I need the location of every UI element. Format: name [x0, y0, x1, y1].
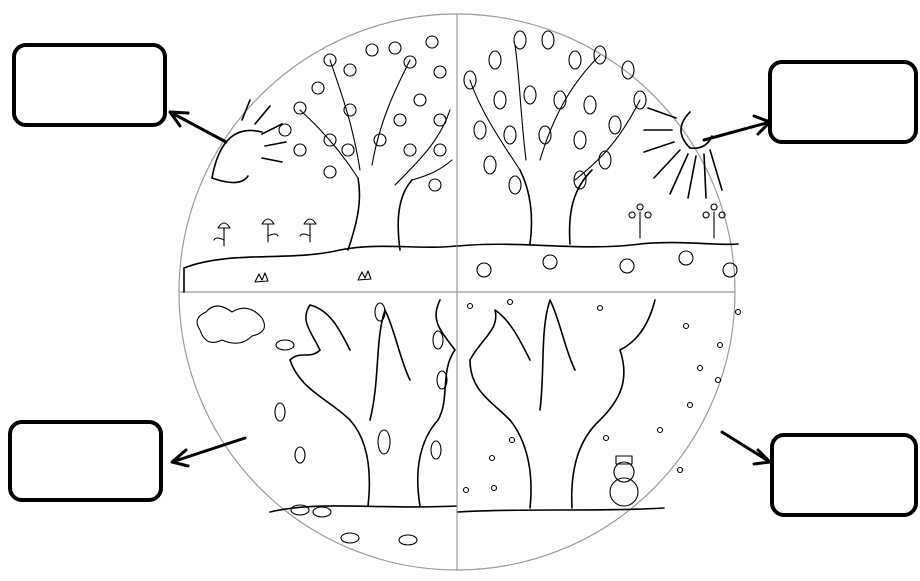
autumn-tree-trunk — [350, 420, 438, 506]
autumn-falling-leaves — [275, 303, 447, 545]
spring-grass-tufts — [255, 271, 371, 282]
autumn-tree-hollow — [378, 430, 390, 454]
summer-leaves — [464, 31, 646, 194]
winter-tree-trunk — [510, 420, 600, 508]
spring-tree-trunk — [348, 178, 412, 250]
arrow-to-winter-box — [722, 432, 770, 464]
spring-quadrant — [184, 36, 456, 292]
winter-answer-box[interactable] — [770, 433, 918, 517]
summer-flowers — [477, 204, 737, 277]
arrow-to-spring-box — [170, 112, 226, 142]
spring-tulips — [214, 219, 316, 246]
winter-snowflakes — [464, 300, 741, 493]
summer-sun — [644, 108, 722, 198]
winter-quadrant — [458, 300, 741, 513]
spring-answer-box[interactable] — [12, 43, 167, 127]
autumn-ground — [270, 506, 456, 512]
autumn-cloud — [197, 306, 264, 343]
spring-ground — [184, 246, 456, 268]
snowman — [610, 456, 638, 506]
summer-answer-box[interactable] — [768, 60, 918, 144]
summer-tree-trunk — [520, 170, 592, 244]
summer-ground — [458, 243, 738, 247]
summer-quadrant — [458, 31, 738, 277]
arrow-to-summer-box — [704, 116, 770, 140]
arrow-to-autumn-box — [172, 438, 245, 466]
winter-ground — [458, 508, 664, 512]
autumn-answer-box[interactable] — [8, 420, 163, 502]
autumn-quadrant — [197, 300, 456, 545]
